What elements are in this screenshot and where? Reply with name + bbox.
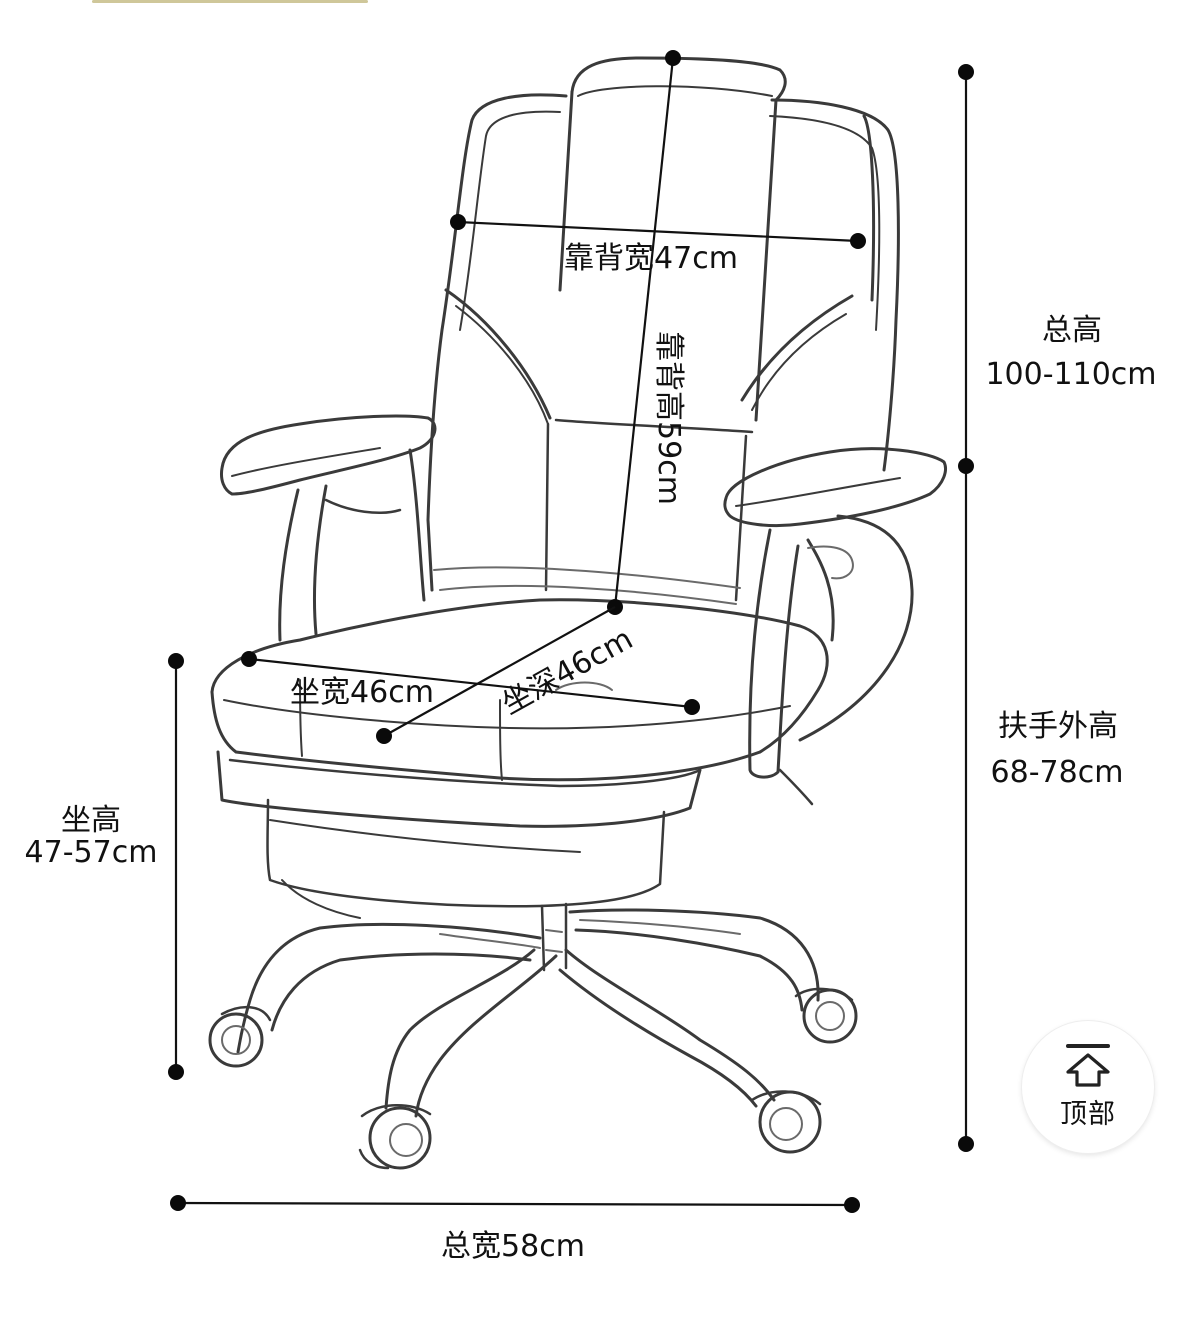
seat-depth-front-dot	[376, 728, 392, 744]
top-bar-line	[1066, 1043, 1110, 1048]
seat-depth-line	[383, 606, 616, 737]
back-to-top-label: 顶部	[1060, 1098, 1116, 1130]
seat-depth-label: 坐深46cm	[496, 622, 639, 722]
seat-width-right-dot	[684, 699, 700, 715]
backrest-width-right-dot	[850, 233, 866, 249]
chair-gas-lift	[540, 902, 568, 972]
total-width-label: 总宽58cm	[441, 1229, 585, 1264]
seat-height-bottom-dot	[168, 1064, 184, 1080]
chair-casters	[208, 987, 858, 1170]
total-width-line	[177, 1201, 853, 1207]
armrest-height-title: 扶手外高	[998, 709, 1118, 744]
backrest-height-top-dot	[665, 50, 681, 66]
chair-right-armrest	[723, 447, 947, 806]
caster-front-right	[750, 1090, 822, 1154]
total-height-value: 100-110cm	[985, 357, 1156, 392]
seat-height-value: 47-57cm	[25, 835, 158, 870]
seat-width-line	[248, 657, 693, 709]
armrest-height-top-dot	[958, 458, 974, 474]
chair-seat	[210, 598, 829, 919]
dimension-lines	[168, 50, 974, 1213]
dimension-labels: 靠背宽47cm 靠背高59cm 总高 100-110cm 扶手外高 68-78c…	[25, 241, 1157, 1264]
backrest-width-label: 靠背宽47cm	[564, 241, 738, 276]
seat-width-label: 坐宽46cm	[290, 675, 434, 710]
backrest-height-line	[613, 57, 675, 608]
caster-front-left	[358, 1104, 432, 1170]
total-height-bottom-dot	[958, 1136, 974, 1152]
seat-height-title: 坐高	[61, 803, 121, 838]
caster-left	[208, 1006, 272, 1068]
back-to-top-button[interactable]: 顶部	[1022, 1021, 1154, 1153]
backrest-width-line	[457, 220, 859, 243]
total-height-top-dot	[958, 64, 974, 80]
seat-height-top-dot	[168, 653, 184, 669]
arrow-up-icon	[1066, 1052, 1110, 1087]
total-height-title: 总高	[1042, 313, 1102, 348]
total-width-left-dot	[170, 1195, 186, 1211]
chair-illustration	[208, 56, 947, 1170]
caster-right	[794, 987, 858, 1044]
armrest-height-value: 68-78cm	[991, 755, 1124, 790]
backrest-width-left-dot	[450, 214, 466, 230]
top-banner-strip	[92, 0, 368, 3]
chair-left-armrest	[220, 414, 437, 642]
seat-width-left-dot	[241, 651, 257, 667]
total-width-right-dot	[844, 1197, 860, 1213]
chair-star-base	[236, 908, 820, 1118]
backrest-height-label: 靠背高59cm	[651, 331, 686, 505]
chair-backrest	[426, 56, 900, 605]
